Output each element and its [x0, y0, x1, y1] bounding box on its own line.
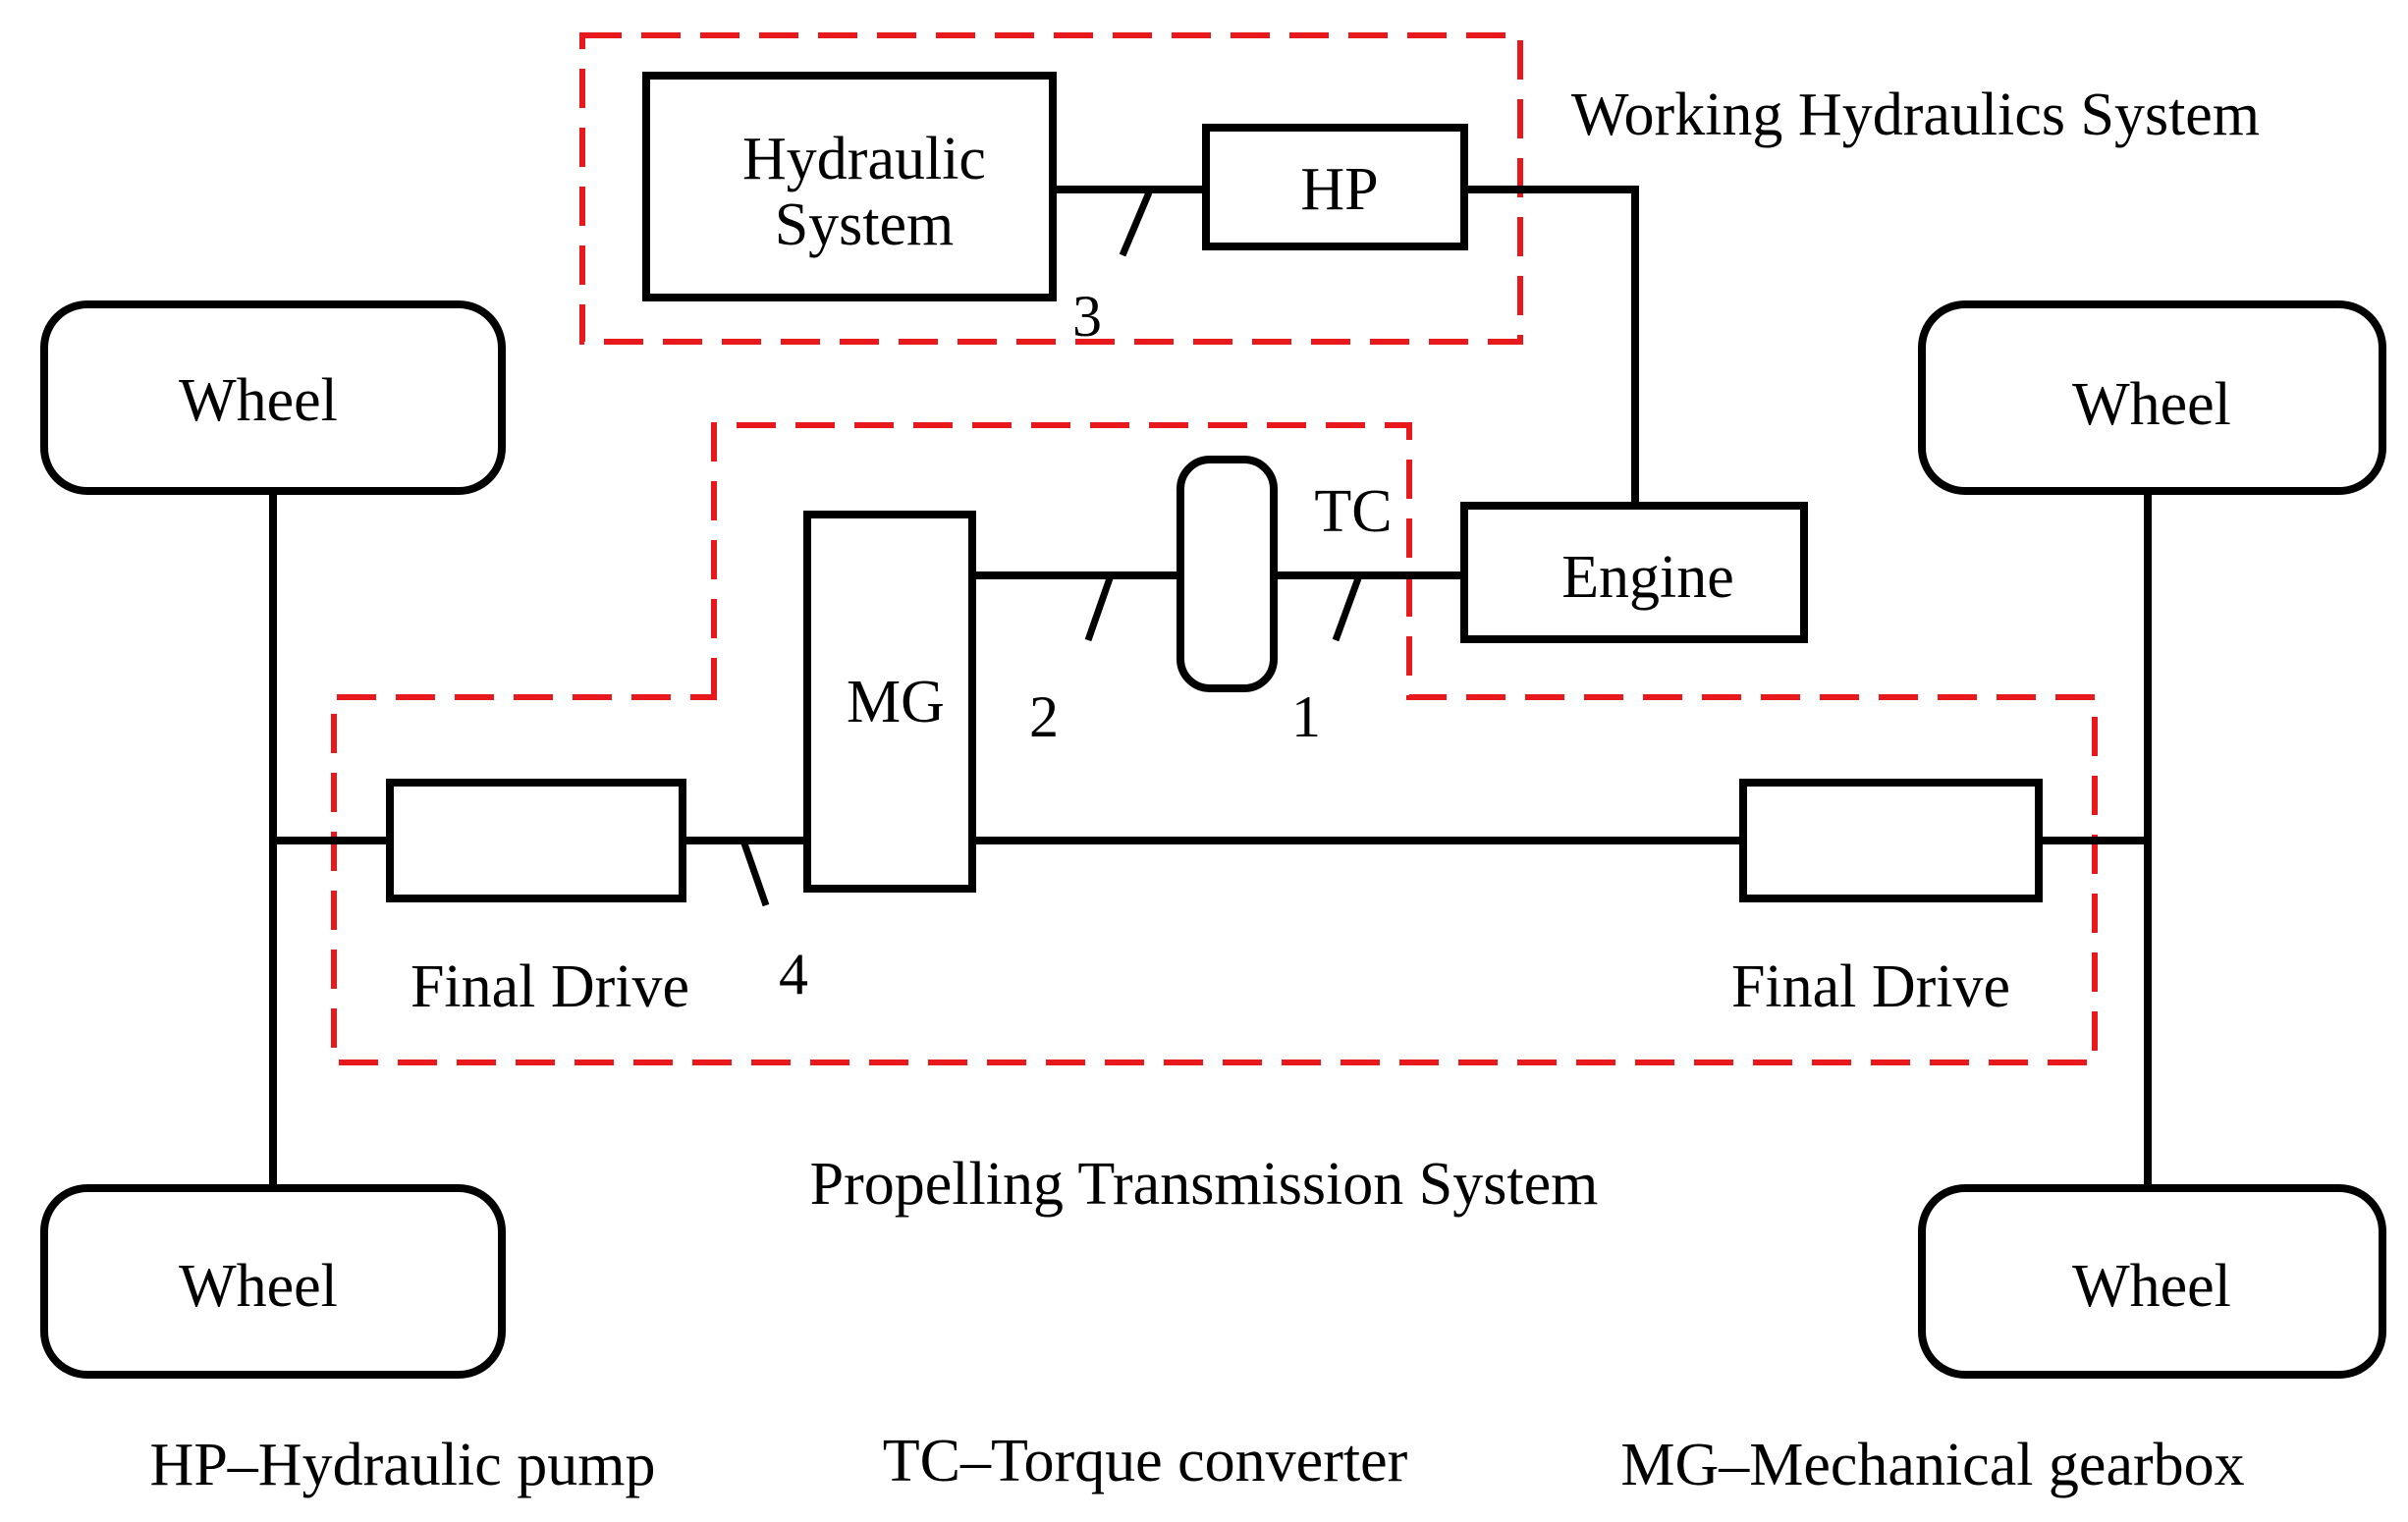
mg-label: MG — [847, 669, 945, 735]
tick-shaft-4 — [740, 842, 770, 907]
legend-tc: TC–Torque converter — [883, 1428, 1408, 1495]
final-drive-left-block — [386, 779, 686, 902]
mg-block — [803, 511, 976, 893]
shaft-2-label: 2 — [1029, 684, 1059, 749]
engine-block — [1460, 502, 1808, 643]
hydraulic-system-block — [642, 72, 1057, 301]
hydraulic-system-label-line2: System — [775, 191, 955, 258]
tc-label: TC — [1314, 478, 1392, 545]
wheel-top-right-label: Wheel — [2072, 371, 2231, 438]
wheel-bottom-left-label: Wheel — [179, 1253, 338, 1320]
working-hydraulics-title: Working Hydraulics System — [1571, 82, 2260, 148]
hp-block — [1202, 124, 1468, 250]
wheel-bottom-left — [40, 1184, 506, 1379]
final-drive-right-label: Final Drive — [1731, 953, 2010, 1020]
propelling-transmission-boundary — [331, 422, 2098, 1065]
wheel-top-right — [1918, 300, 2386, 495]
legend-mg: MG–Mechanical gearbox — [1620, 1432, 2244, 1498]
tick-shaft-2 — [1084, 576, 1114, 642]
shaft-3-label: 3 — [1072, 284, 1102, 349]
tick-shaft-3 — [1119, 190, 1153, 257]
final-drive-left-label: Final Drive — [410, 953, 689, 1020]
shaft-hp-engine — [1464, 186, 1639, 506]
shaft-4-label: 4 — [779, 942, 808, 1006]
wheel-top-left-label: Wheel — [179, 367, 338, 434]
tc-block — [1177, 456, 1278, 692]
wheel-bottom-right — [1918, 1184, 2386, 1379]
tick-shaft-1 — [1332, 576, 1362, 642]
shaft-1-label: 1 — [1291, 684, 1321, 749]
propelling-transmission-title: Propelling Transmission System — [810, 1151, 1599, 1218]
engine-label: Engine — [1561, 544, 1734, 611]
legend-hp: HP–Hydraulic pump — [150, 1432, 656, 1498]
hydraulic-system-label-line1: Hydraulic — [742, 126, 986, 192]
hp-label: HP — [1300, 156, 1378, 223]
wheel-bottom-right-label: Wheel — [2072, 1253, 2231, 1320]
wheel-top-left — [40, 300, 506, 495]
final-drive-right-block — [1739, 779, 2043, 902]
